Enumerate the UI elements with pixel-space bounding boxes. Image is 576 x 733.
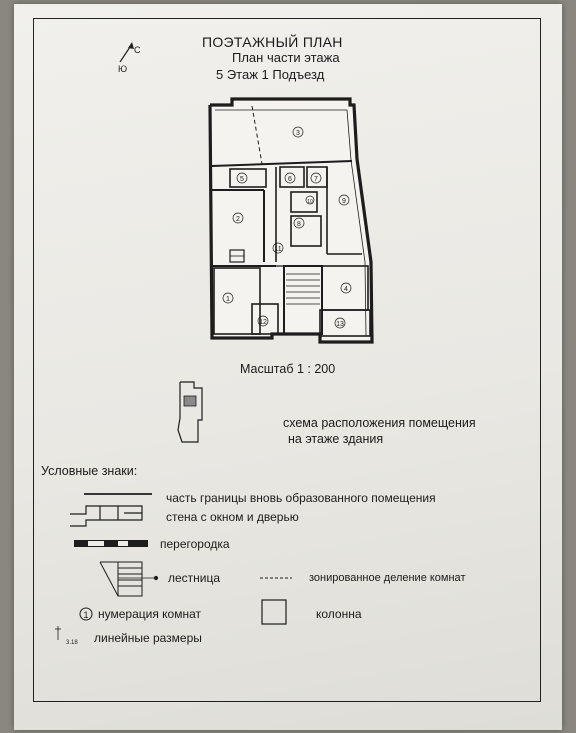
room-number: 10 (307, 199, 313, 205)
compass-north-label: С (134, 45, 141, 55)
legend-wall: стена с окном и дверью (166, 510, 299, 524)
room-number: 5 (240, 176, 244, 183)
room-number: 2 (236, 216, 240, 223)
room-label: 5 (236, 172, 248, 184)
scheme-caption-line1: схема расположения помещения (283, 416, 476, 430)
room-label: 1 (222, 292, 234, 304)
room-label: 12 (257, 315, 269, 327)
legend-column: колонна (316, 607, 362, 621)
legend-boundary: часть границы вновь образованного помеще… (166, 491, 436, 505)
partition-symbol (74, 540, 148, 547)
scale-label: Масштаб 1 : 200 (240, 362, 336, 376)
room-number: 13 (336, 321, 344, 328)
drawing-frame (33, 18, 541, 702)
room-label: 7 (310, 172, 322, 184)
floor-info: 5 Этаж 1 Подъезд (216, 67, 325, 82)
room-number: 11 (274, 246, 281, 253)
wall-symbol (70, 505, 143, 527)
floor-plan: 3 5 6 7 9 2 8 11 1 4 12 13 10 (208, 97, 374, 344)
room-number: 3 (296, 130, 300, 137)
room-label: 8 (293, 217, 305, 229)
room-label: 2 (232, 212, 244, 224)
room-number: 7 (314, 176, 318, 183)
room-number: 8 (297, 221, 301, 228)
stair-symbol (99, 561, 159, 597)
dims-sample: 3.18 (66, 640, 78, 646)
legend-zoning: зонированное деление комнат (309, 572, 466, 584)
room-number: 1 (226, 296, 230, 303)
compass-south-label: Ю (118, 64, 128, 74)
legend-dims: линейные размеры (94, 631, 202, 645)
plan-title: ПОЭТАЖНЫЙ ПЛАН (202, 34, 343, 50)
room-label: 11 (272, 242, 284, 254)
room-number: 9 (342, 198, 346, 205)
numbering-symbol: 1 (83, 610, 88, 620)
room-label: 10 (305, 195, 315, 205)
scheme-caption-line2: на этаже здания (288, 432, 384, 446)
room-number: 4 (344, 286, 348, 293)
legend-title: Условные знаки: (41, 464, 138, 478)
paper-sheet: С Ю ПОЭТАЖНЫЙ ПЛАН План части этажа 5 Эт… (14, 4, 562, 730)
location-scheme (177, 381, 203, 443)
column-symbol (261, 599, 287, 625)
room-number: 6 (288, 176, 292, 183)
legend-stair: лестница (168, 571, 221, 585)
compass-graphic (119, 42, 134, 63)
room-label: 4 (340, 282, 352, 294)
room-label: 13 (334, 317, 346, 329)
plan-subtitle: План части этажа (232, 50, 340, 65)
legend-partition: перегородка (160, 537, 230, 551)
room-label: 9 (338, 194, 350, 206)
room-label: 6 (284, 172, 296, 184)
room-number: 12 (259, 319, 267, 326)
legend-numbering: нумерация комнат (98, 607, 202, 621)
room-label: 3 (292, 126, 304, 138)
dims-symbol (55, 626, 61, 640)
legend-symbols: 1 3.18 (55, 493, 292, 646)
